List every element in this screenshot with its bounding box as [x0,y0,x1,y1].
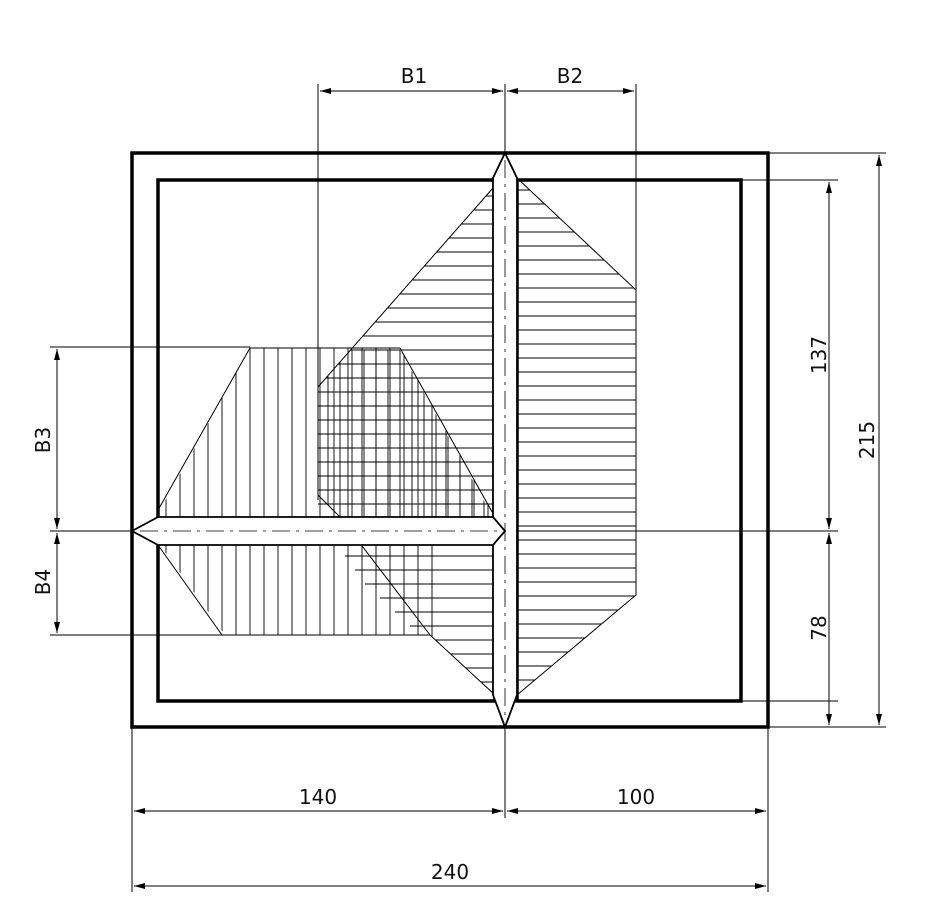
hatch-b1-cross [327,350,485,517]
dim-label-100: 100 [617,785,655,809]
inner-right-panel [515,178,743,703]
hatch-b4-cross [345,555,495,683]
b2-plane-outline [516,177,637,696]
dim-label-b2: B2 [557,64,583,88]
dim-label-215: 215 [855,421,879,459]
outer-boundary [130,151,770,729]
dim-label-78: 78 [807,615,831,640]
b1-overlap-outline [317,387,341,518]
dim-label-137: 137 [807,336,831,374]
hatch-b4-vertical [165,545,433,695]
dim-label-b3: B3 [31,427,55,453]
dim-label-140: 140 [299,785,337,809]
dim-label-b1: B1 [401,64,427,88]
dim-label-b4: B4 [31,569,55,595]
hatch-b1-horizontal [318,195,493,505]
dim-label-240: 240 [431,860,469,884]
inner-left-panel [156,178,497,703]
b4-plane-outline [157,544,496,696]
b3-plane-outline [157,347,496,518]
hatch-b3-vertical [165,348,489,517]
b1-plane-outline [317,187,494,388]
